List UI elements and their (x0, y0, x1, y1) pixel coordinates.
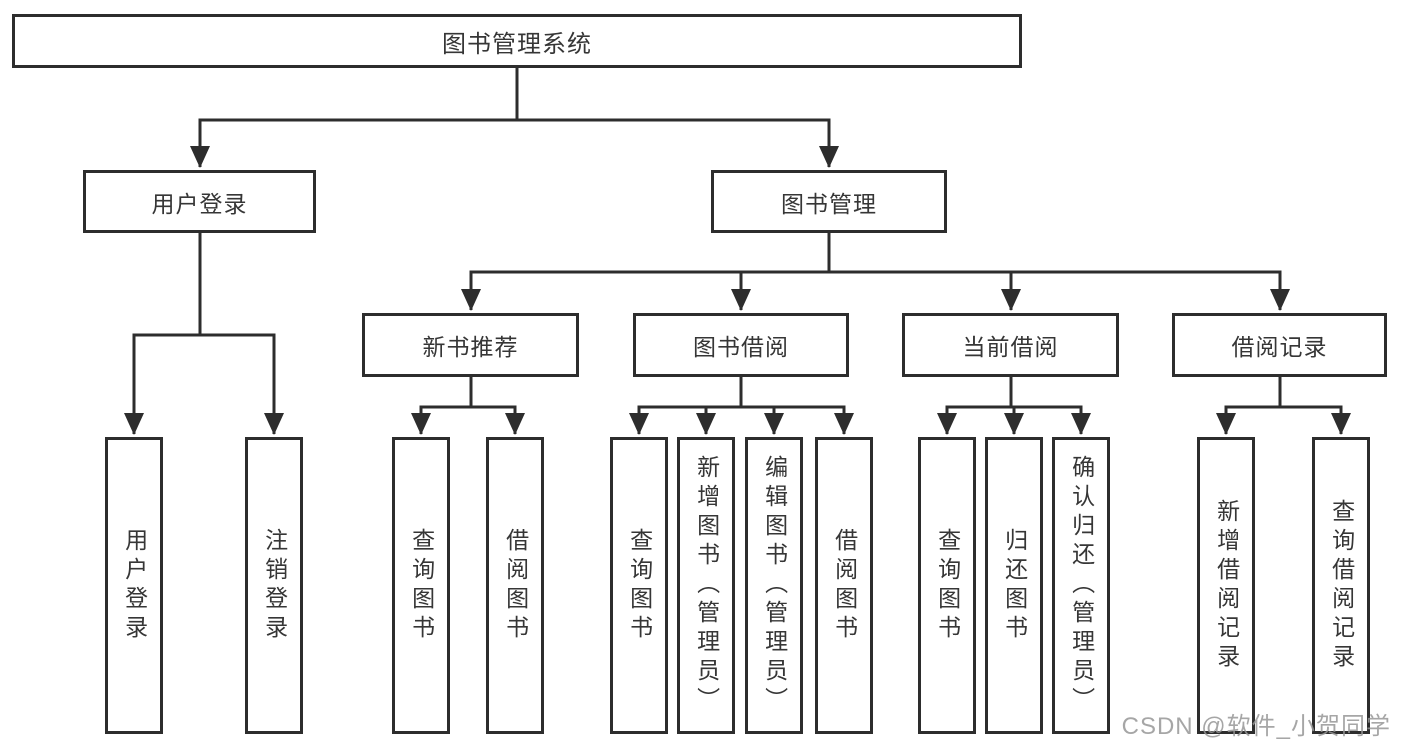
leaf-confirm-return-admin: 确认归还（管理员） (1052, 437, 1110, 734)
node-borrowing-records: 借阅记录 (1172, 313, 1387, 377)
node-library-management-system: 图书管理系统 (12, 14, 1022, 68)
leaf-user-login: 用户登录 (105, 437, 163, 734)
leaf-label: 查询图书 (408, 527, 435, 644)
leaf-label: 确认归还（管理员） (1068, 455, 1095, 716)
leaf-label: 新增借阅记录 (1213, 498, 1240, 673)
leaf-query-books-borrow: 查询图书 (610, 437, 668, 734)
csdn-watermark: CSDN @软件_小贺同学 (1121, 713, 1391, 740)
leaf-label: 新增图书（管理员） (693, 455, 720, 716)
leaf-label: 查询图书 (934, 527, 961, 644)
node-user-login: 用户登录 (83, 170, 316, 233)
leaf-add-book-admin: 新增图书（管理员） (677, 437, 735, 734)
leaf-label: 用户登录 (121, 527, 148, 644)
node-new-book-recommendation: 新书推荐 (362, 313, 579, 377)
leaf-edit-book-admin: 编辑图书（管理员） (745, 437, 803, 734)
leaf-add-borrow-record: 新增借阅记录 (1197, 437, 1255, 734)
leaf-logout: 注销登录 (245, 437, 303, 734)
leaf-label: 编辑图书（管理员） (761, 455, 788, 716)
leaf-return-books: 归还图书 (985, 437, 1043, 734)
leaf-label: 借阅图书 (831, 527, 858, 644)
leaf-label: 归还图书 (1001, 527, 1028, 644)
node-book-management: 图书管理 (711, 170, 947, 233)
node-current-borrowing: 当前借阅 (902, 313, 1119, 377)
leaf-label: 查询图书 (626, 527, 653, 644)
leaf-borrow-books: 借阅图书 (815, 437, 873, 734)
node-book-borrowing: 图书借阅 (633, 313, 849, 377)
leaf-label: 借阅图书 (502, 527, 529, 644)
leaf-query-books-recommend: 查询图书 (392, 437, 450, 734)
leaf-borrow-books-recommend: 借阅图书 (486, 437, 544, 734)
leaf-query-books-current: 查询图书 (918, 437, 976, 734)
leaf-query-borrow-record: 查询借阅记录 (1312, 437, 1370, 734)
leaf-label: 注销登录 (261, 527, 288, 644)
leaf-label: 查询借阅记录 (1328, 498, 1355, 673)
